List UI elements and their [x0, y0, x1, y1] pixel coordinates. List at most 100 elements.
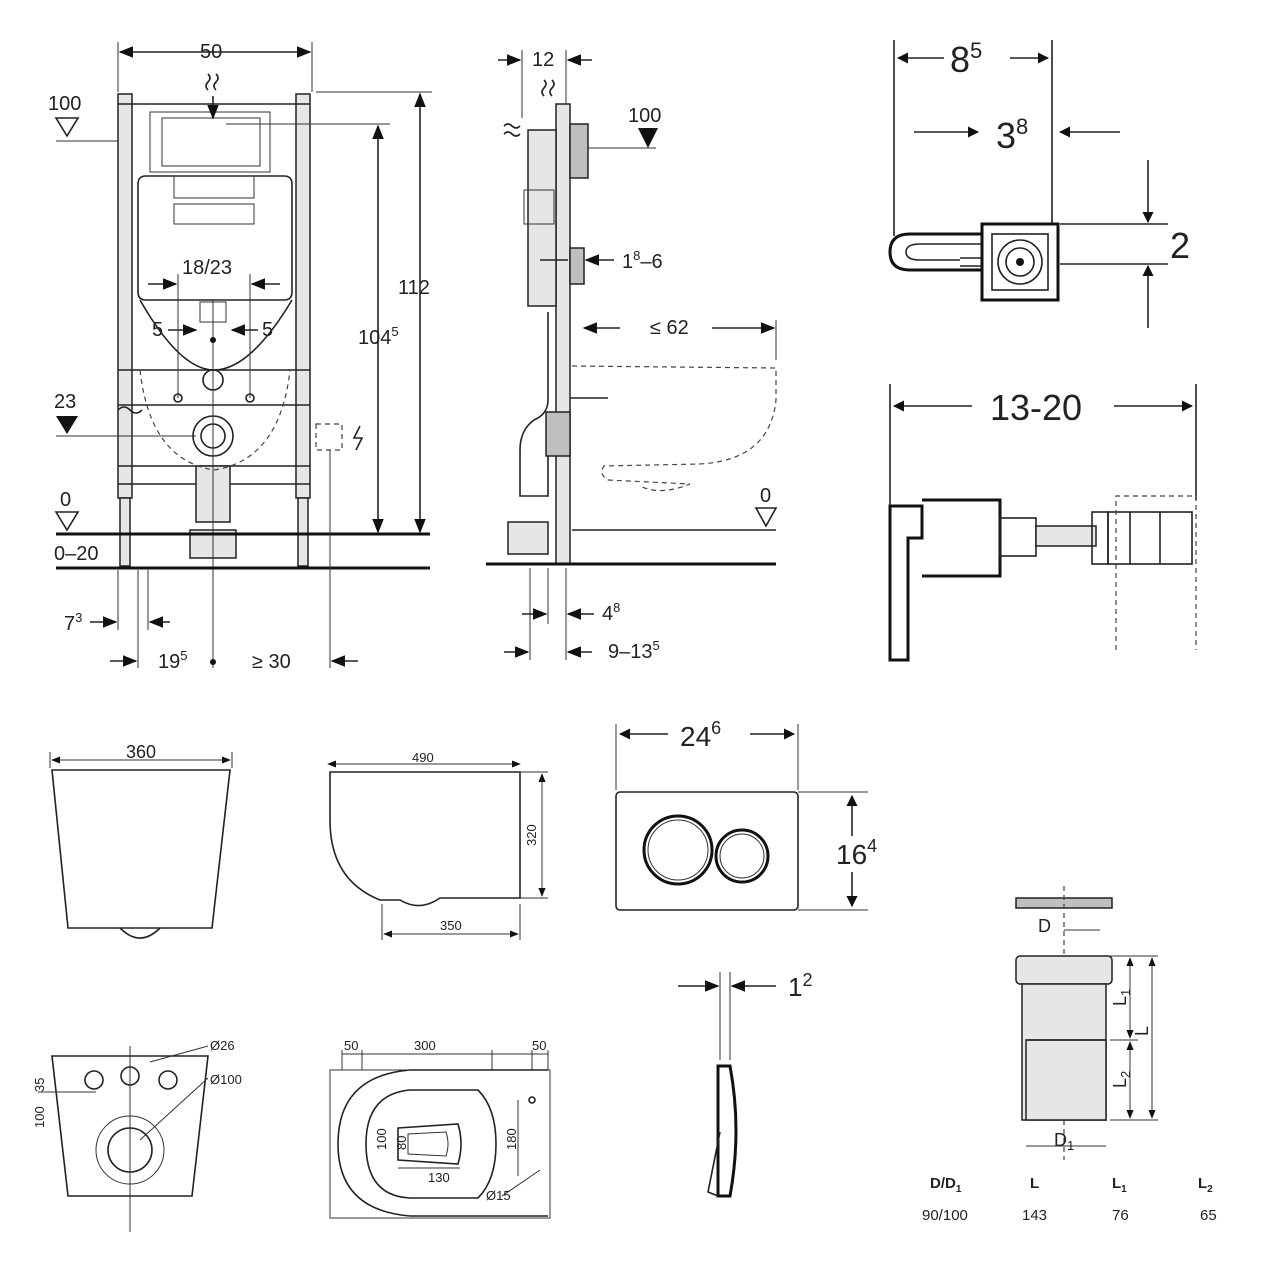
frame-front-view: 50	[48, 41, 432, 673]
svg-text:L1: L1	[1110, 989, 1133, 1006]
level-23-label: 23	[54, 391, 76, 413]
height-104-label: 104	[358, 327, 391, 349]
large-flush-button	[642, 814, 714, 886]
axis-19-sup: 5	[180, 648, 187, 663]
svg-text:L2: L2	[1110, 1071, 1133, 1088]
svg-text:48: 48	[602, 600, 620, 625]
level-100-label: 100	[48, 93, 81, 115]
plate-profile-view: 12	[678, 970, 812, 1198]
side-level-100-label: 100	[628, 105, 661, 127]
side-depth-label: 12	[532, 49, 554, 71]
rear-dia-26: Ø26	[210, 1038, 235, 1053]
svg-text:195: 195	[158, 648, 187, 673]
right-upright	[295, 93, 311, 499]
plate-range-sup: 8	[633, 248, 640, 263]
bracket-height-2: 2	[1170, 225, 1190, 266]
bowl-side-height: 320	[524, 824, 539, 846]
spec-header-3: L	[1198, 1175, 1207, 1192]
min-30-label: ≥ 30	[252, 651, 291, 673]
bowl-side-length: 490	[412, 750, 434, 765]
connector-d1-sub: 1	[1067, 1138, 1074, 1153]
svg-text:D1: D1	[1054, 1130, 1074, 1153]
connector-d-label: D	[1038, 916, 1051, 936]
bowl-front-view: 360	[49, 742, 233, 939]
plan-dia-15: Ø15	[486, 1188, 511, 1203]
bracket-width-3-sup: 8	[1016, 114, 1028, 139]
spec-header-0-sub: 1	[956, 1184, 962, 1195]
plan-dim-180: 180	[504, 1128, 519, 1150]
bracket-width-8: 8	[950, 39, 970, 80]
spec-table: D/D1 L L 1 L2 90/100 143 76 65	[922, 1175, 1217, 1224]
foot-7-label: 7	[64, 613, 75, 635]
foot-4-label: 4	[602, 603, 613, 625]
svg-text:12: 12	[788, 970, 812, 1002]
connector-l-label: L	[1132, 1026, 1152, 1036]
left-upright	[117, 93, 133, 499]
plan-dim-50b: 50	[532, 1038, 546, 1053]
svg-text:1045: 1045	[358, 324, 399, 349]
spec-value-2: 76	[1112, 1207, 1129, 1224]
offset-left-label: 5	[152, 319, 163, 341]
flush-plate	[615, 791, 799, 911]
svg-text:164: 164	[836, 836, 877, 870]
foot-7-sup: 3	[75, 610, 82, 625]
svg-text:73: 73	[64, 610, 82, 635]
bracket-top-view: 85 38 2	[888, 38, 1190, 328]
plate-thickness-sup: 2	[802, 970, 812, 990]
small-flush-button	[714, 828, 770, 884]
bracket-range-label: 13-20	[990, 387, 1082, 428]
bracket-width-8-sup: 5	[970, 38, 982, 63]
spec-value-0: 90/100	[922, 1207, 968, 1224]
svg-text:85: 85	[950, 38, 982, 80]
bowl-side-view: 490 320 350	[327, 750, 548, 940]
connector-l1-label: L	[1110, 996, 1130, 1006]
axis-19-label: 19	[158, 651, 180, 673]
plate-height: 16	[836, 839, 867, 870]
spec-header-2: L	[1112, 1175, 1121, 1192]
spec-value-3: 65	[1200, 1207, 1217, 1224]
foot-4-sup: 8	[613, 600, 620, 615]
plate-width: 24	[680, 721, 711, 752]
plate-thickness: 1	[788, 972, 802, 1002]
plan-dim-130: 130	[428, 1170, 450, 1185]
bowl-side-base: 350	[440, 918, 462, 933]
plate-range-end: –6	[640, 251, 662, 273]
spec-value-1: 143	[1022, 1207, 1047, 1224]
height-104-sup: 5	[391, 324, 398, 339]
plan-dim-100: 100	[374, 1128, 389, 1150]
svg-text:18–6: 18–6	[622, 248, 663, 273]
foot-9-sup: 5	[653, 638, 660, 653]
side-level-0-label: 0	[760, 485, 771, 507]
connector-l1-sub: 1	[1118, 989, 1133, 996]
rear-dim-35: 35	[32, 1078, 47, 1092]
plate-width-sup: 6	[711, 718, 721, 738]
frame-side-view: 12 100 18–6 ≤ 62 0	[486, 49, 778, 663]
floor-range-label: 0–20	[54, 543, 99, 565]
level-0-label: 0	[60, 489, 71, 511]
connector-l2-sub: 2	[1118, 1071, 1133, 1078]
spec-header-0: D/D	[930, 1175, 956, 1192]
foot-9-label: 9–13	[608, 641, 653, 663]
bowl-front-width: 360	[126, 742, 156, 762]
connector-l2-label: L	[1110, 1078, 1130, 1088]
plate-range-start: 1	[622, 251, 633, 273]
connector-pipe-view: D D1 L1 L L2	[1015, 886, 1158, 1160]
bracket-side-view: 13-20	[888, 384, 1197, 662]
outlet-spacing-label: 18/23	[182, 257, 232, 279]
rear-dim-100: 100	[32, 1106, 47, 1128]
plan-dim-50a: 50	[344, 1038, 358, 1053]
svg-text:38: 38	[996, 114, 1028, 156]
plan-dim-300: 300	[414, 1038, 436, 1053]
svg-text:9–135: 9–135	[608, 638, 660, 663]
bracket-width-3: 3	[996, 115, 1016, 156]
svg-text:D/D1: D/D1	[930, 1175, 962, 1195]
side-max-62-label: ≤ 62	[650, 317, 689, 339]
plan-dim-80: 80	[394, 1136, 409, 1150]
height-112-label: 112	[398, 277, 430, 299]
svg-text:L2: L2	[1198, 1175, 1213, 1195]
flush-plate-view: 246 164	[615, 718, 877, 911]
plate-height-sup: 4	[867, 836, 877, 856]
spec-header-3-sub: 2	[1207, 1184, 1213, 1195]
svg-text:246: 246	[680, 718, 721, 752]
